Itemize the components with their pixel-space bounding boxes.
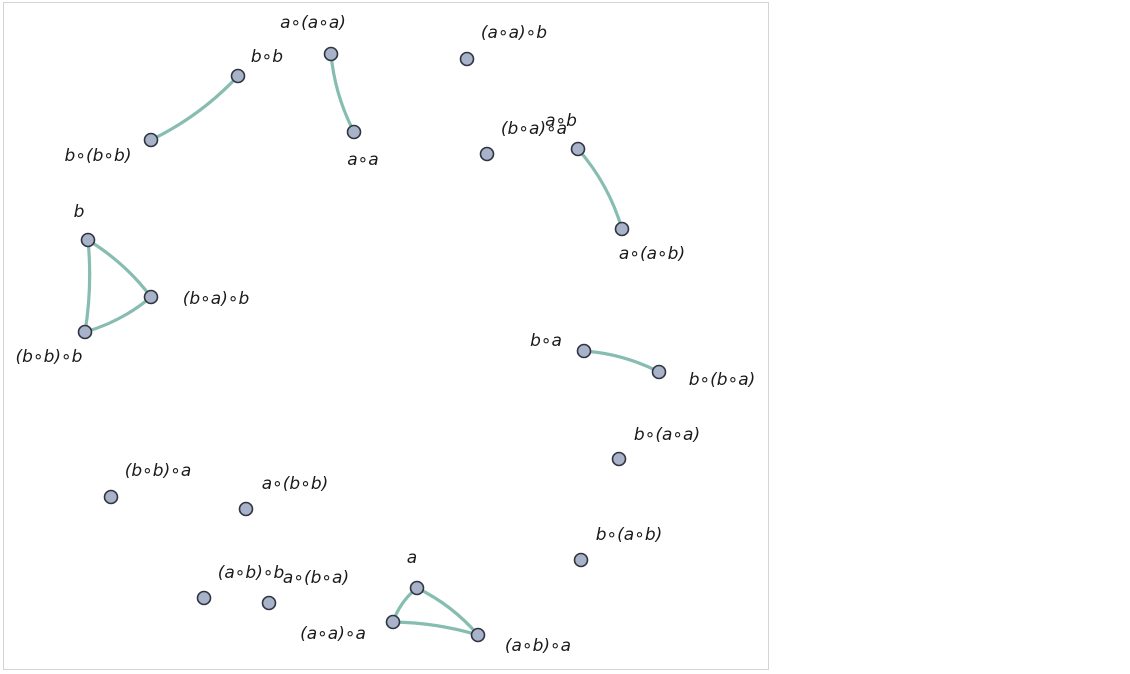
node-aolaoar[interactable] [323, 46, 339, 62]
node-label-aolbobr: a∘(b∘b) [262, 474, 329, 494]
node-aob[interactable] [570, 141, 586, 157]
node-label-laoarob: (a∘a)∘b [481, 23, 547, 43]
node-label-aolboar: a∘(b∘a) [283, 568, 349, 588]
node-label-a: a [407, 548, 417, 568]
edge-aob-to-aolaobr [576, 147, 624, 231]
node-laoarob[interactable] [459, 51, 475, 67]
edge-bob-to-bolbobr [149, 74, 240, 142]
node-boa[interactable] [576, 343, 592, 359]
node-label-laobroa: (a∘b)∘a [505, 636, 571, 656]
node-label-lbobroa: (b∘b)∘a [125, 461, 192, 481]
node-label-boa: b∘a [530, 331, 562, 351]
node-bob[interactable] [230, 68, 246, 84]
node-label-aolaoar: a∘(a∘a) [280, 13, 346, 33]
edge-b-to-lboarob [86, 238, 153, 299]
node-lbobroa[interactable] [103, 489, 119, 505]
edge-b-to-lbobrob [83, 238, 92, 334]
node-label-bolbobr: b∘(b∘b) [65, 146, 132, 166]
node-label-lboarob: (b∘a)∘b [183, 289, 250, 309]
node-label-bolaobr: b∘(a∘b) [596, 525, 663, 545]
node-lbobrob[interactable] [77, 324, 93, 340]
node-laoaroa[interactable] [385, 614, 401, 630]
node-aoa[interactable] [346, 124, 362, 140]
node-label-aob: a∘b [545, 111, 577, 131]
node-label-lbobrob: (b∘b)∘b [16, 347, 83, 367]
node-lboarob[interactable] [143, 289, 159, 305]
node-aolbobr[interactable] [238, 501, 254, 517]
graph-frame [3, 2, 769, 670]
node-lboaroa[interactable] [479, 146, 495, 162]
node-label-bob: b∘b [251, 47, 283, 67]
node-laobroa[interactable] [470, 627, 486, 643]
node-a[interactable] [409, 580, 425, 596]
node-label-laoaroa: (a∘a)∘a [300, 624, 366, 644]
node-label-lboaroa: (b∘a)∘a [501, 119, 567, 139]
edge-laoaroa-to-laobroa [391, 620, 480, 637]
node-bolboar[interactable] [651, 364, 667, 380]
node-label-bolaoar: b∘(a∘a) [634, 425, 700, 445]
nodes-layer [77, 46, 667, 643]
edge-lboarob-to-lbobrob [83, 295, 153, 334]
node-label-aolaobr: a∘(a∘b) [619, 244, 685, 264]
node-b[interactable] [80, 232, 96, 248]
node-laobrob[interactable] [196, 590, 212, 606]
node-label-laobrob: (a∘b)∘b [218, 563, 285, 583]
node-aolaobr[interactable] [614, 221, 630, 237]
node-label-aoa: a∘a [347, 150, 378, 170]
edge-boa-to-bolboar [582, 349, 661, 374]
labels-layer: a∘(a∘a) (a∘a)∘b b∘b b∘(b∘b) a∘a (b∘a)∘aa∘b a∘(… [16, 13, 756, 656]
node-label-b: b [74, 202, 85, 222]
edges-layer [83, 52, 661, 637]
edge-aolaoar-to-aoa [329, 52, 356, 134]
node-bolbobr[interactable] [143, 132, 159, 148]
node-aolboar[interactable] [261, 595, 277, 611]
node-bolaobr[interactable] [573, 552, 589, 568]
node-bolaoar[interactable] [611, 451, 627, 467]
node-label-bolboar: b∘(b∘a) [689, 370, 756, 390]
